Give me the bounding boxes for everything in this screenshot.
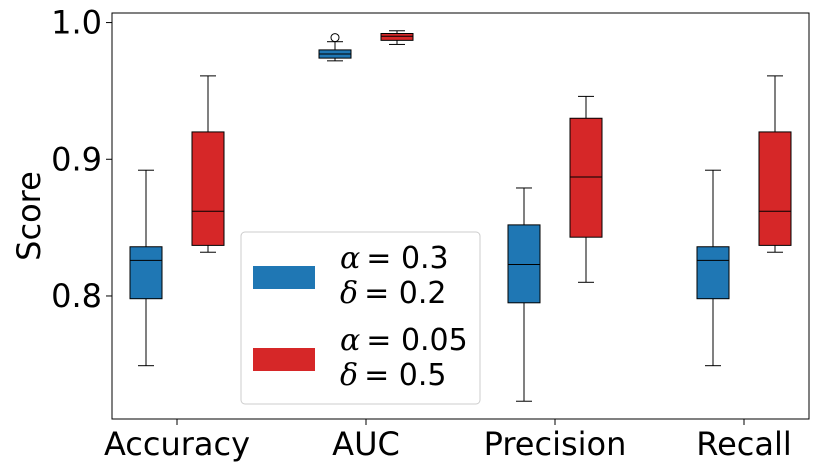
- y-axis-label: Score: [10, 171, 48, 261]
- x-tick-label: Precision: [484, 425, 627, 463]
- legend-var-1: α: [340, 241, 360, 276]
- box-body: [569, 117, 603, 238]
- flier-point: [330, 33, 340, 43]
- box-0-1: [318, 33, 352, 62]
- box-1-0: [191, 75, 225, 253]
- legend-line-1: α= 0.05: [340, 323, 468, 358]
- legend-val-2: = 0.2: [364, 276, 446, 311]
- legend-var-1: α: [340, 323, 360, 358]
- legend-entry-1: α= 0.05δ= 0.5: [253, 323, 468, 393]
- legend-val-2: = 0.5: [364, 358, 446, 393]
- y-tick-label: 1.0: [51, 4, 102, 42]
- box-0-0: [129, 169, 163, 367]
- legend-var-2: δ: [340, 276, 358, 311]
- legend-entry-0: α= 0.3δ= 0.2: [253, 241, 449, 311]
- box-body: [380, 33, 414, 41]
- box-body: [758, 131, 792, 246]
- box-body: [191, 131, 225, 246]
- boxes-layer: [129, 30, 792, 402]
- legend-val-1: = 0.05: [366, 323, 467, 358]
- box-0-3: [696, 169, 730, 367]
- box-1-1: [380, 30, 414, 45]
- box-body: [507, 224, 541, 304]
- legend-swatch: [253, 348, 315, 371]
- legend-line-2: δ= 0.2: [340, 276, 446, 311]
- box-1-3: [758, 75, 792, 253]
- x-tick-label: AUC: [332, 425, 400, 463]
- box-0-2: [507, 187, 541, 402]
- legend-var-2: δ: [340, 358, 358, 393]
- x-tick-label: Accuracy: [104, 425, 250, 463]
- box-body: [129, 246, 163, 300]
- box-1-2: [569, 95, 603, 283]
- legend-line-2: δ= 0.5: [340, 358, 446, 393]
- x-tick-label: Recall: [696, 425, 791, 463]
- legend-swatch: [253, 266, 315, 289]
- x-axis: Accuracy AUC Precision Recall: [104, 419, 792, 463]
- y-axis: 0.8 0.9 1.0: [51, 4, 112, 315]
- y-tick-label: 0.9: [51, 140, 102, 178]
- legend-val-1: = 0.3: [366, 241, 448, 276]
- legend: α= 0.3δ= 0.2α= 0.05δ= 0.5: [240, 231, 481, 405]
- legend-line-1: α= 0.3: [340, 241, 449, 276]
- box-body: [696, 246, 730, 300]
- y-tick-label: 0.8: [51, 277, 102, 315]
